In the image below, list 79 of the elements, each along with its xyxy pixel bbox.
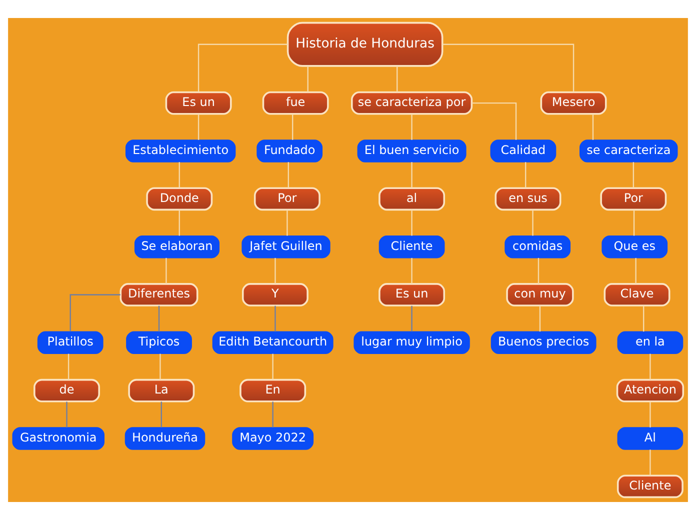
node-box: Hondureña	[124, 427, 206, 450]
connector	[178, 210, 180, 236]
node-box: Donde	[146, 187, 213, 211]
node-box: fue	[262, 91, 329, 115]
connector	[198, 44, 288, 92]
node-box: Que es	[602, 235, 668, 258]
node-box: Es un	[165, 91, 232, 115]
node-box: Mayo 2022	[232, 427, 314, 450]
node-box: Cliente	[616, 474, 684, 498]
connector	[272, 354, 274, 380]
connector	[592, 114, 594, 140]
connector	[160, 402, 162, 428]
node-box: Al	[617, 427, 684, 450]
node-box: Edith Betancourth	[212, 331, 334, 354]
node-box: Es un	[378, 283, 446, 306]
connector	[198, 114, 200, 140]
node-box: de	[34, 378, 100, 402]
node-box: Platillos	[37, 331, 104, 354]
connector	[160, 354, 161, 380]
connector	[532, 210, 534, 236]
node-box: Diferentes	[120, 283, 198, 306]
connector	[307, 66, 308, 92]
connector	[274, 258, 276, 284]
connector	[632, 162, 634, 188]
connector	[396, 66, 398, 92]
node-box: El buen servicio	[357, 140, 466, 162]
connector	[442, 44, 574, 92]
node-box: Y	[242, 283, 308, 306]
node-box: Tipicos	[126, 331, 192, 354]
connector	[166, 258, 167, 284]
connector	[472, 102, 517, 140]
connector	[411, 306, 412, 332]
node-box: con muy	[506, 283, 574, 306]
connector	[272, 402, 274, 428]
node-box: Establecimiento	[125, 140, 236, 162]
connector	[411, 114, 412, 140]
connector	[411, 210, 412, 236]
node-box: en la	[617, 331, 684, 354]
connector	[643, 306, 644, 332]
connector	[633, 210, 635, 236]
connector	[66, 402, 68, 428]
connector	[178, 162, 180, 188]
node-box: Buenos precios	[490, 331, 596, 354]
node-box: en sus	[494, 187, 562, 211]
connector	[650, 354, 651, 380]
connector	[539, 306, 541, 332]
node-box: Mesero	[540, 91, 607, 115]
connector	[158, 306, 160, 332]
node-box: Por	[254, 187, 320, 211]
node-box: Jafet Guillen	[242, 235, 330, 258]
node-box: La	[128, 378, 195, 402]
connector	[525, 162, 526, 188]
connector	[411, 162, 412, 188]
node-box: Atencion	[616, 378, 684, 402]
node-box: Se elaboran	[134, 235, 220, 258]
connector	[635, 258, 636, 284]
node-box: al	[378, 187, 446, 211]
connector	[68, 354, 70, 380]
node-box: lugar muy limpio	[354, 331, 470, 354]
node-box: se caracteriza	[580, 140, 678, 162]
connector	[274, 306, 276, 332]
connector	[650, 450, 651, 476]
node-box: En	[240, 378, 306, 402]
connector	[538, 258, 540, 284]
connector	[650, 402, 651, 428]
node-box: se caracteriza por	[351, 91, 473, 115]
node-box: Por	[600, 187, 667, 211]
connector	[286, 210, 288, 236]
node-box: Historia de Honduras	[286, 22, 444, 67]
node-box: Fundado	[256, 140, 323, 162]
connector	[411, 258, 412, 284]
node-box: comidas	[504, 235, 571, 258]
connector	[292, 114, 294, 140]
node-box: Cliente	[378, 235, 445, 258]
node-box: Clave	[604, 283, 670, 306]
connector	[288, 162, 289, 188]
node-box: Calidad	[490, 140, 556, 162]
connector	[70, 294, 120, 332]
node-box: Gastronomia	[12, 427, 104, 450]
